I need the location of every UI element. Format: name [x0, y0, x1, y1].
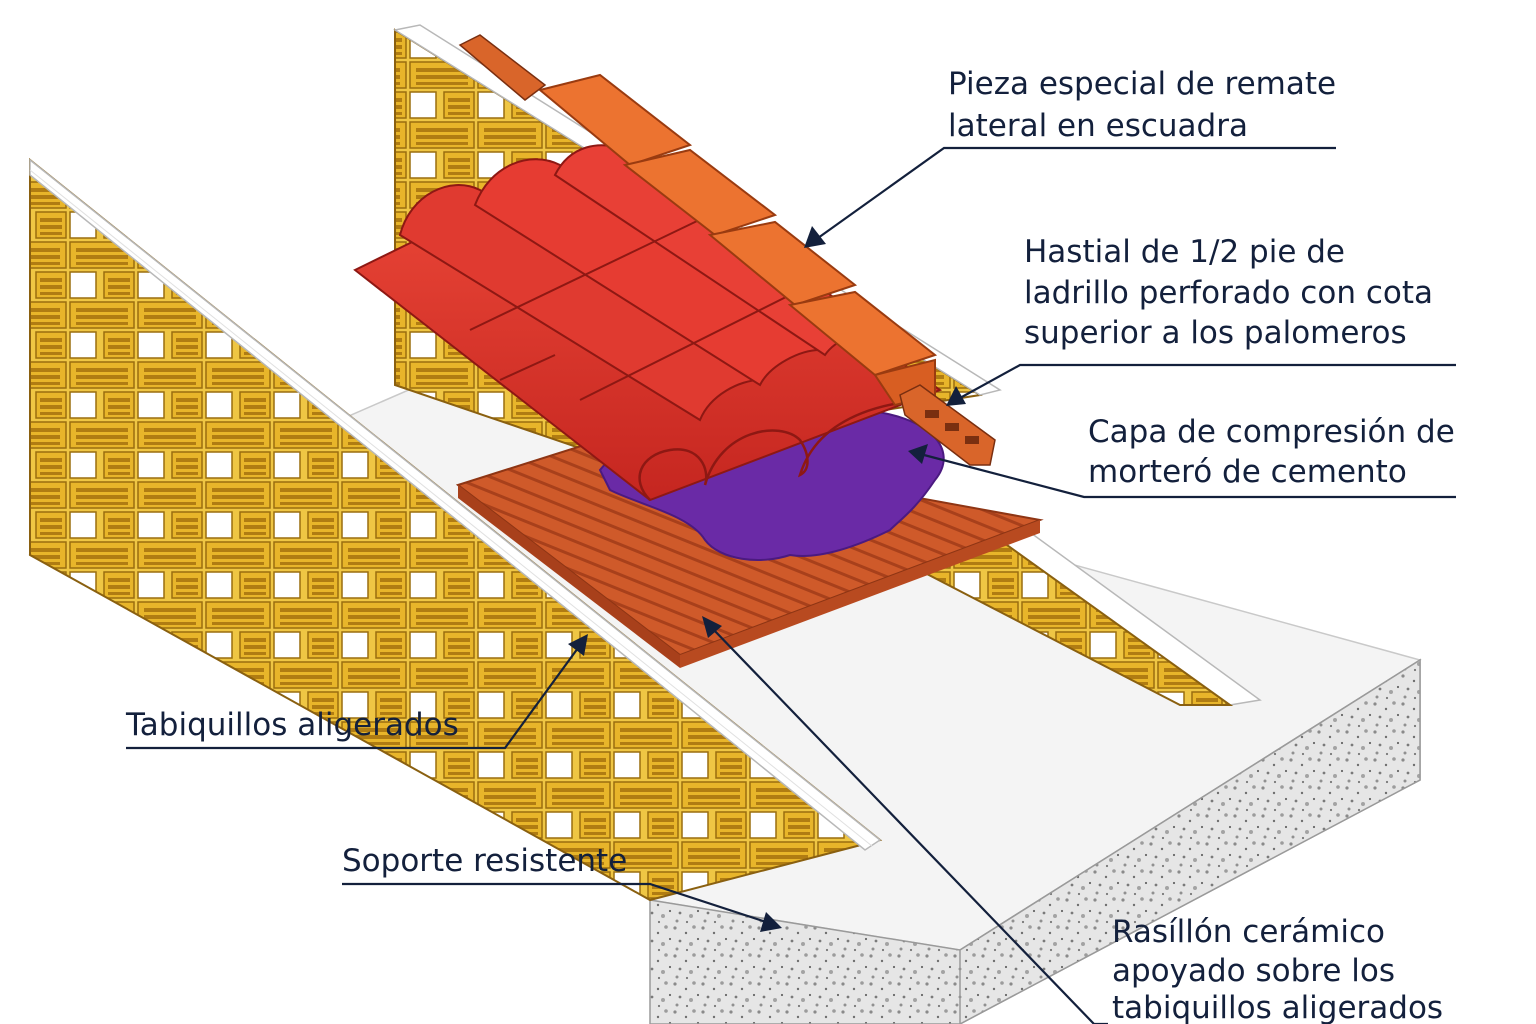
arrow-soporte-icon [760, 912, 782, 932]
leader-rasillon [711, 627, 1108, 1024]
arrow-pieza-especial-icon [804, 226, 826, 248]
label-pieza-especial-line2: lateral en escuadra [948, 108, 1248, 144]
leader-capa-compresion [923, 453, 1456, 499]
arrow-tabiquillos-icon [568, 634, 588, 656]
label-capa-compresion: Capa de compresión de morteró de cemento [908, 414, 1456, 499]
label-rasillon-line1: Rasíllón cerámico [1112, 914, 1385, 950]
svg-text:Hastial de 1/2 pie de: Hastial de 1/2 pie de [1024, 234, 1345, 270]
svg-text:tabiquillos aligerados: tabiquillos aligerados [1112, 990, 1443, 1024]
leader-soporte [342, 882, 767, 924]
label-soporte-line1: Soporte resistente [342, 843, 627, 879]
label-pieza-especial: Pieza especial de remate lateral en escu… [804, 66, 1336, 248]
arrow-capa-compresion-icon [908, 444, 928, 464]
label-hastial-line2: ladrillo perforado con cota [1024, 275, 1433, 311]
label-hastial-line3: superior a los palomeros [1024, 315, 1407, 351]
label-tabiquillos: Tabiquillos aligerados [125, 634, 588, 750]
svg-text:ladrillo perforado con cota: ladrillo perforado con cota [1024, 275, 1433, 311]
arrow-rasillon-icon [702, 616, 722, 638]
label-capa-compresion-line1: Capa de compresión de [1088, 414, 1455, 450]
label-hastial-line1: Hastial de 1/2 pie de [1024, 234, 1345, 270]
label-tabiquillos-line1: Tabiquillos aligerados [125, 707, 459, 743]
leader-pieza-especial [817, 146, 1336, 239]
label-hastial: Hastial de 1/2 pie de ladrillo perforado… [946, 234, 1456, 406]
pieza-remate-lateral [537, 73, 938, 407]
svg-text:Soporte resistente: Soporte resistente [342, 843, 627, 879]
leader-tabiquillos [126, 647, 579, 750]
tejas-cubierta [353, 144, 943, 502]
svg-text:Capa de compresión de: Capa de compresión de [1088, 414, 1455, 450]
svg-text:Pieza especial de remate: Pieza especial de remate [948, 66, 1336, 102]
label-rasillon-line3: tabiquillos aligerados [1112, 990, 1443, 1024]
svg-text:lateral en escuadra: lateral en escuadra [948, 108, 1248, 144]
hastial-ladrillo-perforado [458, 34, 996, 466]
label-pieza-especial-line1: Pieza especial de remate [948, 66, 1336, 102]
svg-text:Tabiquillos aligerados: Tabiquillos aligerados [125, 707, 459, 743]
svg-text:apoyado sobre los: apoyado sobre los [1112, 953, 1395, 989]
svg-text:Rasíllón cerámico: Rasíllón cerámico [1112, 914, 1385, 950]
leader-hastial [959, 363, 1456, 399]
label-capa-compresion-line2: morteró de cemento [1088, 454, 1407, 490]
svg-text:superior a los palomeros: superior a los palomeros [1024, 315, 1407, 351]
svg-text:morteró de cemento: morteró de cemento [1088, 454, 1407, 490]
tabiquillo-left-wall [29, 157, 883, 902]
label-soporte: Soporte resistente [342, 843, 782, 932]
tabiquillo-right-wall [897, 524, 1262, 706]
arrow-hastial-icon [946, 386, 966, 406]
label-rasillon: Rasíllón cerámico apoyado sobre los tabi… [702, 616, 1443, 1024]
label-rasillon-line2: apoyado sobre los [1112, 953, 1395, 989]
